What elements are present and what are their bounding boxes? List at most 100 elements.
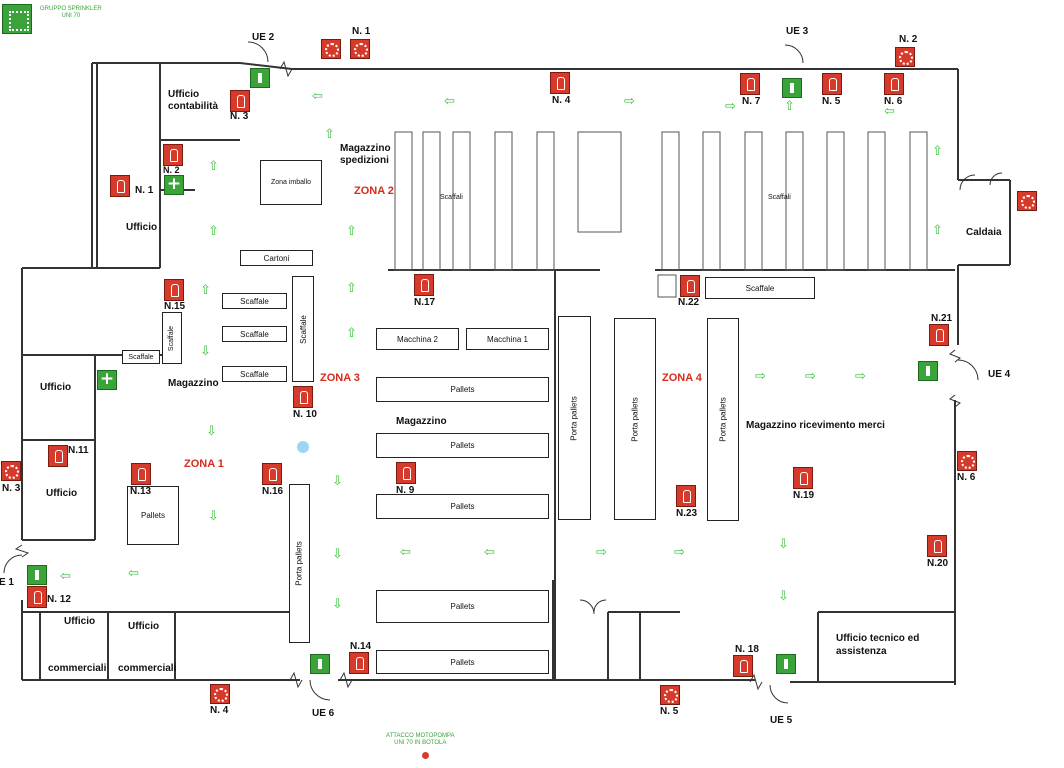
room-ufficio-low: Ufficio xyxy=(46,488,78,499)
room-magazzino-ricevimento: Magazzino ricevimento merci xyxy=(746,420,885,431)
extinguisher-22-icon xyxy=(680,275,700,297)
hydrant-1-icon xyxy=(350,39,370,59)
extinguisher-7-icon xyxy=(740,73,760,95)
extinguisher-16-icon xyxy=(262,463,282,485)
route-arrow-left-icon: ⇦ xyxy=(312,89,323,104)
room-magazzino-center: Magazzino xyxy=(396,416,447,427)
scaffale-vertical-center: Scaffale xyxy=(292,276,314,382)
pallets-2: Pallets xyxy=(376,433,549,458)
extinguisher-2-icon xyxy=(163,144,183,166)
extinguisher-11-icon xyxy=(48,445,68,467)
extinguisher-10-icon xyxy=(293,386,313,408)
room-caldaia: Caldaia xyxy=(966,227,1002,238)
porta-pallets-1: Porta pallets xyxy=(558,316,591,520)
motor-pump-note: ATTACCO MOTOPOMPA UNI 70 IN BOTOLA xyxy=(386,733,455,747)
route-arrow-down-icon: ⇩ xyxy=(778,537,789,552)
route-arrow-left-icon: ⇦ xyxy=(60,569,71,584)
porta-pallets-4-label: Porta pallets xyxy=(295,541,304,586)
extinguisher-15-label: N.15 xyxy=(164,301,186,312)
extinguisher-14-label: N.14 xyxy=(350,641,372,652)
room-magazzino-spedizioni: Magazzino spedizioni xyxy=(340,143,391,166)
sprinkler-group-icon xyxy=(2,4,32,34)
scaffali-left-label: Scaffali xyxy=(440,194,463,201)
exit-ue4-icon xyxy=(918,361,938,381)
route-arrow-up-icon: ⇧ xyxy=(324,127,335,142)
route-arrow-up-icon: ⇧ xyxy=(208,159,219,174)
route-arrow-left-icon: ⇦ xyxy=(484,545,495,560)
route-arrow-up-icon: ⇧ xyxy=(346,326,357,341)
route-arrow-up-icon: ⇧ xyxy=(932,144,943,159)
macchina-1: Macchina 1 xyxy=(466,328,549,350)
sprinkler-note-line2: UNI 70 xyxy=(61,13,81,20)
exit-ue5-icon xyxy=(776,654,796,674)
route-arrow-right-icon: ⇨ xyxy=(805,369,816,384)
extinguisher-10-label: N. 10 xyxy=(293,409,317,420)
extinguisher-1-label: N. 1 xyxy=(135,185,154,196)
zone-4-label: ZONA 4 xyxy=(662,372,702,384)
hydrant-4-label: N. 4 xyxy=(210,705,229,716)
extinguisher-23-label: N.23 xyxy=(676,508,698,519)
extinguisher-6-label: N. 6 xyxy=(884,96,903,107)
scaffale-vertical-center-label: Scaffale xyxy=(298,314,308,344)
extinguisher-3-icon xyxy=(230,90,250,112)
extinguisher-3-label: N. 3 xyxy=(230,111,249,122)
exit-ue3-label: UE 3 xyxy=(786,26,809,37)
alarm-box-icon xyxy=(321,39,341,59)
extinguisher-18-icon xyxy=(733,655,753,677)
motor-pump-note-line2: UNI 70 IN BOTOLA xyxy=(394,740,447,747)
extinguisher-5-icon xyxy=(822,73,842,95)
exit-ue6-icon xyxy=(310,654,330,674)
route-arrow-right-icon: ⇨ xyxy=(855,369,866,384)
route-arrow-down-icon: ⇩ xyxy=(206,424,217,439)
scaffale-vertical-left: Scaffale xyxy=(162,312,182,364)
extinguisher-4-label: N. 4 xyxy=(552,95,571,106)
pallets-5: Pallets xyxy=(376,590,549,623)
scaffale-3: Scaffale xyxy=(222,366,287,382)
route-arrow-left-icon: ⇦ xyxy=(128,566,139,581)
scaffali-right-label: Scaffali xyxy=(768,194,791,201)
extinguisher-17-label: N.17 xyxy=(414,297,436,308)
first-aid-icon: + xyxy=(97,370,117,390)
room-commerciali-2: commerciali xyxy=(118,663,177,674)
route-arrow-up-icon: ⇧ xyxy=(208,224,219,239)
route-arrow-up-icon: ⇧ xyxy=(932,223,943,238)
extinguisher-22-label: N.22 xyxy=(678,297,700,308)
extinguisher-6-icon xyxy=(884,73,904,95)
scaffale-4: Scaffale xyxy=(122,350,160,364)
first-aid-icon: + xyxy=(164,175,184,195)
route-arrow-down-icon: ⇩ xyxy=(332,597,343,612)
route-arrow-down-icon: ⇩ xyxy=(208,509,219,524)
boiler-panel-icon xyxy=(1017,191,1037,211)
extinguisher-12-icon xyxy=(27,586,47,608)
exit-ue4-label: UE 4 xyxy=(988,369,1011,380)
route-arrow-right-icon: ⇨ xyxy=(674,545,685,560)
route-arrow-left-icon: ⇦ xyxy=(400,545,411,560)
route-arrow-up-icon: ⇧ xyxy=(200,283,211,298)
zone-2-label: ZONA 2 xyxy=(354,185,394,197)
extinguisher-7-label: N. 7 xyxy=(742,96,761,107)
motor-pump-note-line1: ATTACCO MOTOPOMPA xyxy=(386,733,455,739)
extinguisher-18-label: N. 18 xyxy=(735,644,759,655)
room-commerciali-1: commerciali xyxy=(48,663,107,674)
porta-pallets-2: Porta pallets xyxy=(614,318,656,520)
extinguisher-5-label: N. 5 xyxy=(822,96,841,107)
extinguisher-15-icon xyxy=(164,279,184,301)
extinguisher-14-icon xyxy=(349,652,369,674)
extinguisher-19-label: N.19 xyxy=(793,490,815,501)
route-arrow-down-icon: ⇩ xyxy=(332,547,343,562)
zona-imballo: Zona imballo xyxy=(260,160,322,205)
zone-3-label: ZONA 3 xyxy=(320,372,360,384)
room-ufficio-top: Ufficio xyxy=(126,222,158,233)
route-arrow-right-icon: ⇨ xyxy=(596,545,607,560)
extinguisher-2-label: N. 2 xyxy=(163,165,180,175)
extinguisher-20-label: N.20 xyxy=(927,558,949,569)
hydrant-3-label: N. 3 xyxy=(2,483,21,494)
scaffale-vertical-left-label: Scaffale xyxy=(168,325,176,351)
room-ufficio-contabilita: Ufficio contabilità xyxy=(168,89,219,112)
hydrant-4-icon xyxy=(210,684,230,704)
exit-ue6-label: UE 6 xyxy=(312,708,335,719)
extinguisher-13-label: N.13 xyxy=(130,486,152,497)
scaffale-1: Scaffale xyxy=(222,293,287,309)
route-arrow-down-icon: ⇩ xyxy=(332,474,343,489)
